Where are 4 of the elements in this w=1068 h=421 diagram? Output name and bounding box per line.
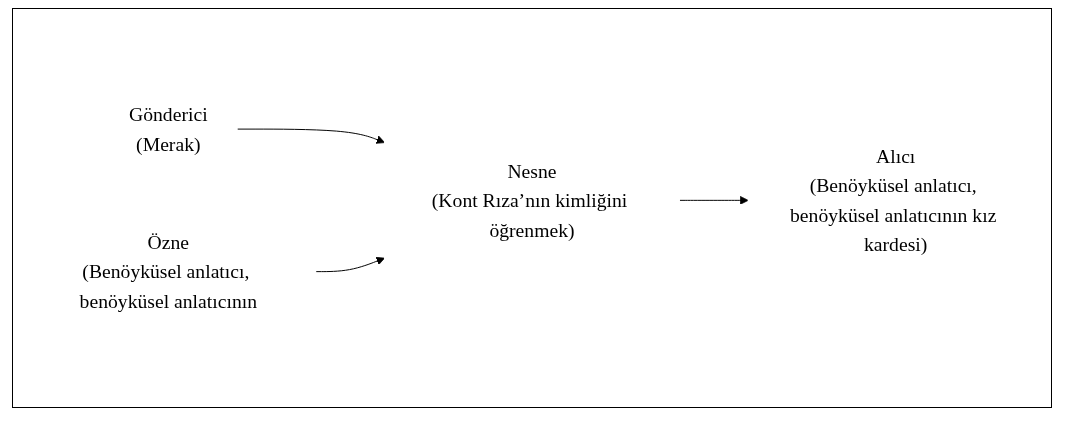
node-text: Özne (Benöyküsel anlatıcı, benöyküsel anlatıcının bbox=[79, 231, 258, 313]
node-text: Nesne (Kont Rıza’nın kimliğini öğrenmek) bbox=[431, 160, 628, 241]
node-text: Alıcı (Benöyküsel anlatıcı, benöyküsel anlatıcının kız kardesi) bbox=[790, 145, 997, 256]
node-text: Gönderici (Merak) bbox=[129, 103, 208, 155]
